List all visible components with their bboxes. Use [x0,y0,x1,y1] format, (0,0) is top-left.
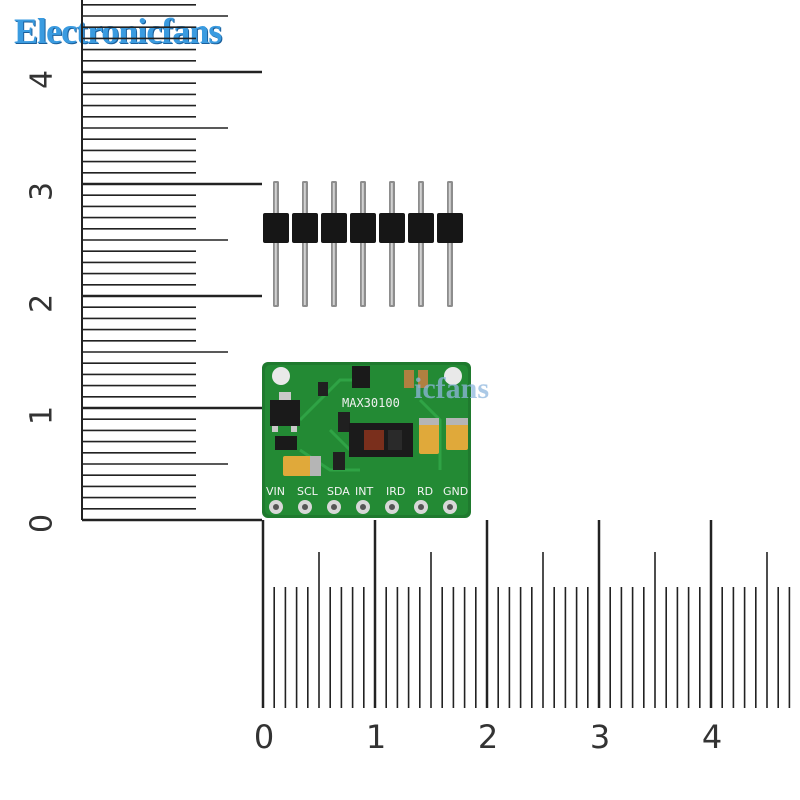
hruler-label-1: 1 [365,718,387,756]
header-pin-housing [350,213,376,243]
header-pin-shine [361,183,364,305]
capacitor-end [419,418,439,425]
pin-label-ird: IRD [386,485,406,498]
brand-logo: Electronicfans [14,11,222,51]
small-ic [275,436,297,450]
header-pin-shine [274,183,277,305]
pcb-trace [328,428,352,452]
hruler-label-4: 4 [701,718,723,756]
smd-resistor [333,452,345,470]
vruler-label-1: 1 [24,405,60,426]
pcb-trace [418,398,442,470]
header-pin-shine [419,183,422,305]
sensor-board [262,362,471,518]
pin-label-vin: VIN [266,485,285,498]
header-pin-housing [321,213,347,243]
smd-capacitor [418,370,428,388]
header-pin-housing [437,213,463,243]
pin-label-sda: SDA [327,485,350,498]
pin-hole [447,504,453,510]
header-pin-shine [448,183,451,305]
mounting-hole [444,367,462,385]
pin-hole [331,504,337,510]
capacitor-end [446,418,468,425]
header-pin-housing [379,213,405,243]
pin-label-gnd: GND [443,485,469,498]
transistor [352,366,370,388]
header-pin-shine [390,183,393,305]
chip-label: MAX30100 [342,396,400,410]
hruler-label-3: 3 [589,718,611,756]
smd-resistor [318,382,328,396]
chip-lead [272,426,278,432]
pin-hole [418,504,424,510]
header-pin-shine [303,183,306,305]
pin-label-rd: RD [417,485,434,498]
header-pin-housing [263,213,289,243]
header-pin-housing [292,213,318,243]
pin-hole [273,504,279,510]
mounting-hole [272,367,290,385]
vruler-label-4: 4 [24,69,60,90]
header-pin-housing [408,213,434,243]
sensor-led [388,430,402,450]
pin-label-int: INT [355,485,374,498]
vruler-label-2: 2 [24,293,60,314]
regulator-tab [279,392,291,400]
tantalum-capacitor [446,418,468,450]
smd-resistor [338,412,350,432]
pin-label-scl: SCL [297,485,318,498]
vertical-ruler [81,0,262,522]
pin-hole [302,504,308,510]
vruler-label-0: 0 [24,513,60,534]
chip-lead [291,426,297,432]
capacitor-end [310,456,321,476]
pin-hole [389,504,395,510]
watermark: icfans [414,372,489,405]
pin-hole [360,504,366,510]
hruler-label-2: 2 [477,718,499,756]
header-pin-shine [332,183,335,305]
horizontal-ruler [261,520,791,708]
sensor-window [364,430,384,450]
hruler-label-0: 0 [253,718,275,756]
smd-capacitor [404,370,414,388]
pin-header [263,181,463,307]
tantalum-capacitor [419,418,439,454]
regulator-chip [270,400,300,426]
vruler-label-3: 3 [24,181,60,202]
